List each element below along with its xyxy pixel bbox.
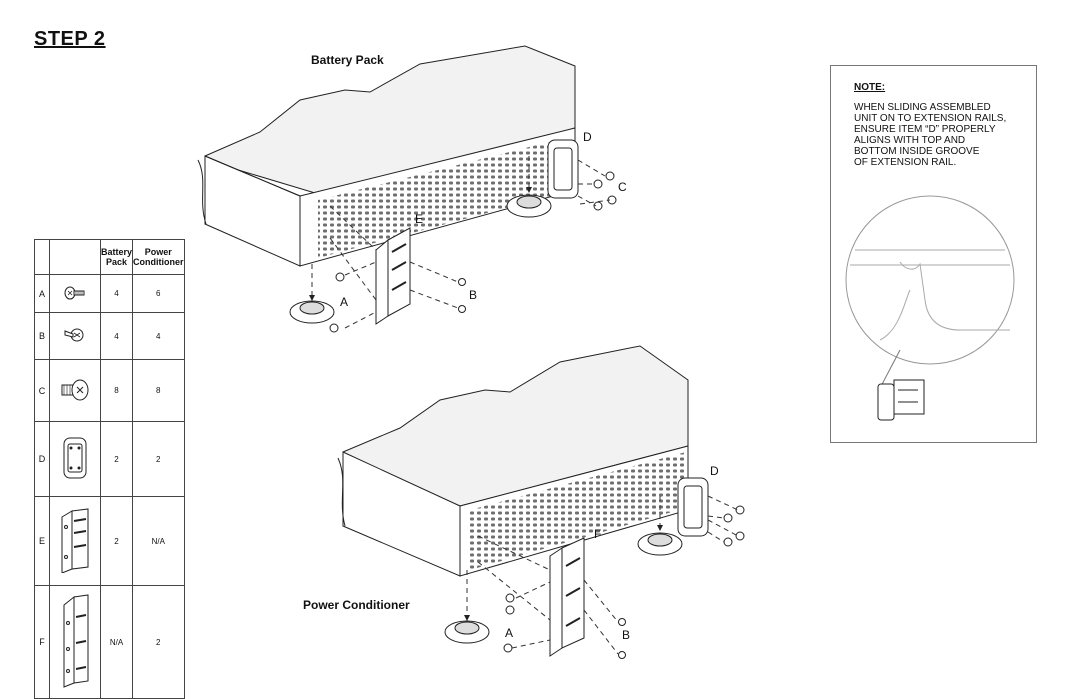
screw-b-icon [49, 312, 101, 360]
table-row: D 2 2 [34, 421, 185, 497]
col-battery: Battery Pack [99, 239, 134, 275]
note-box: NOTE: WHEN SLIDING ASSEMBLED UNIT ON TO … [830, 65, 1037, 443]
note-body: WHEN SLIDING ASSEMBLED UNIT ON TO EXTENS… [854, 102, 1007, 168]
bracket-f-icon [49, 585, 101, 699]
screw-c-icon [593, 171, 617, 211]
table-row: F N/A 2 [34, 585, 185, 699]
power-conditioner-unit [337, 345, 689, 577]
table-row: E 2 N/A [34, 496, 185, 586]
callout-c: C [618, 180, 627, 194]
handle-d-icon [677, 477, 709, 537]
battery-pack-label: Battery Pack [311, 53, 384, 67]
handle-d-icon [49, 421, 101, 497]
bracket-e-icon [375, 227, 411, 325]
callout-a: A [505, 626, 514, 640]
foot-icon [289, 194, 552, 324]
table-header-row: Battery Pack Power Conditioner [34, 239, 185, 275]
callout-b: B [622, 628, 631, 642]
bracket-e-icon [49, 496, 101, 586]
bracket-f-icon [549, 537, 585, 657]
callout-e: E [415, 212, 424, 226]
power-conditioner-label: Power Conditioner [303, 598, 410, 612]
screw-a-icon [503, 593, 626, 659]
guide-lines [464, 495, 739, 655]
note-title: NOTE: [854, 82, 886, 93]
callout-a: A [340, 295, 349, 309]
battery-pack-unit [197, 45, 576, 267]
table-row: C 8 8 [34, 359, 185, 422]
guide-lines [309, 156, 611, 329]
callout-f: F [594, 527, 602, 541]
callout-d: D [583, 130, 592, 144]
handle-d-icon [547, 139, 579, 199]
callout-b: B [469, 288, 478, 302]
foot-icon [444, 532, 683, 644]
callout-d: D [710, 464, 719, 478]
screw-a-icon [329, 272, 466, 333]
table-row: A 4 6 [34, 274, 185, 313]
screw-c-icon [723, 505, 745, 547]
table-row: B 4 4 [34, 312, 185, 360]
step-title: STEP 2 [34, 28, 106, 50]
handle-d-icon [877, 379, 925, 421]
extension-rail-detail [845, 195, 1015, 421]
parts-table: Battery Pack Power Conditioner A 4 6 B 4… [34, 239, 185, 699]
